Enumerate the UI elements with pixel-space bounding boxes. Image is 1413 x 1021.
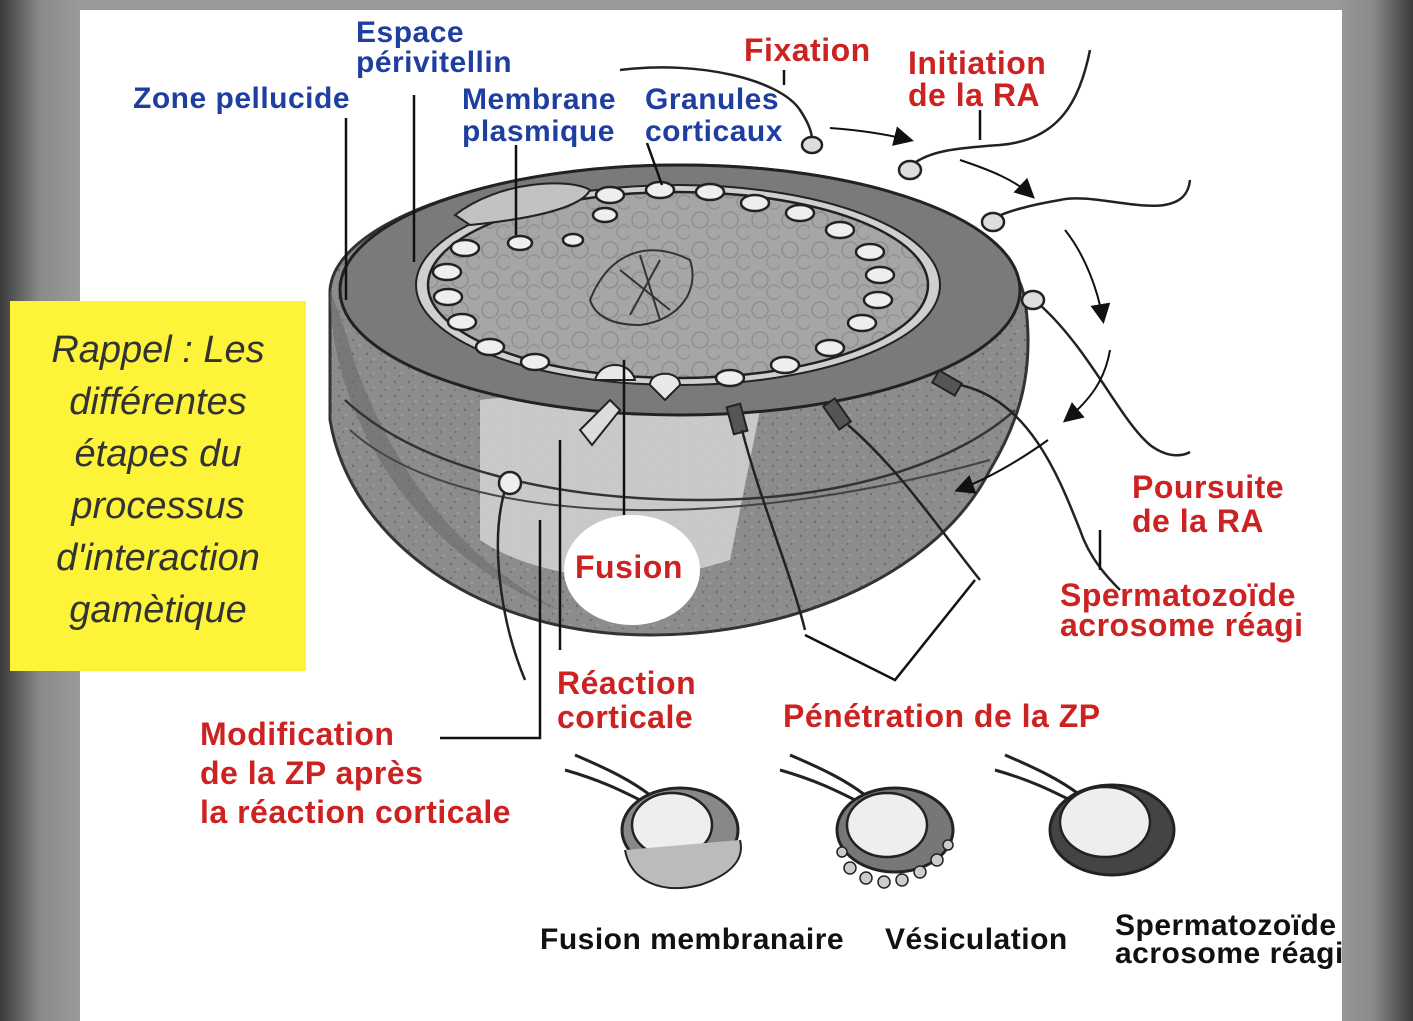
fusion-highlight <box>564 515 700 625</box>
label-granules-corticaux: Granules corticaux <box>645 83 783 148</box>
label-zone-pellucide: Zone pellucide <box>133 82 351 115</box>
label-fusion-membranaire: Fusion membranaire <box>540 923 845 956</box>
label-membrane-plasmique: Membrane plasmique <box>462 83 617 148</box>
rappel-box <box>10 301 306 671</box>
sperm-penetrating <box>725 369 964 436</box>
label-reaction-corticale: Réaction corticale <box>557 665 697 735</box>
label-fusion: Fusion <box>575 549 683 585</box>
label-poursuite-ra: Poursuite de la RA <box>1132 469 1285 539</box>
label-vesiculation: Vésiculation <box>885 923 1068 956</box>
label-spermatozoide-acrosome-reagi-black: Spermatozoïde acrosome réagi <box>1115 909 1344 970</box>
label-spermatozoide-acrosome-reagi-red: Spermatozoïde acrosome réagi <box>1060 577 1304 643</box>
label-modification-zp: Modification de la ZP après la réaction … <box>200 716 512 830</box>
sperm-head-acrosome-reacted <box>994 753 1176 877</box>
label-initiation-ra: Initiation de la RA <box>908 45 1047 113</box>
sperm-head-vesiculation <box>779 753 955 889</box>
rappel-text: Rappel : Les différentes étapes du proce… <box>51 329 265 631</box>
label-penetration-zp: Pénétration de la ZP <box>783 698 1101 734</box>
sperm-fixation-sequence <box>619 49 1192 457</box>
cortical-granules <box>431 180 896 388</box>
label-fixation: Fixation <box>744 32 871 68</box>
modified-zp-region <box>480 394 760 578</box>
sperm-head-fusion-membranaire <box>564 753 742 890</box>
leader-lines <box>344 70 1102 740</box>
label-espace-perivitellin: Espace périvitellin <box>356 16 513 79</box>
